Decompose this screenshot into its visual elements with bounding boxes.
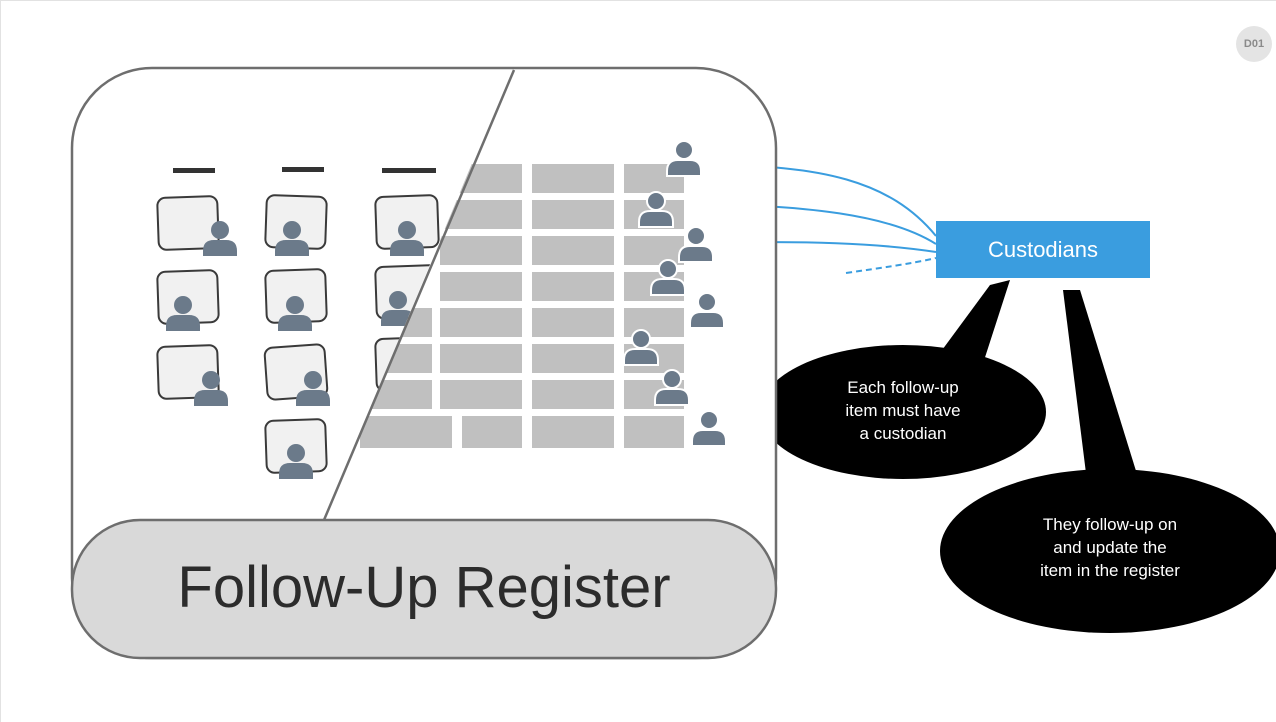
callout-follow-up-update [940,290,1276,633]
split-line [322,69,516,521]
callout-custodian-required-text: Each follow-up item must have a custodia… [845,378,961,443]
register-title: Follow-Up Register [177,555,671,620]
callout-follow-up-update-text: They follow-up on and update the item in… [1040,515,1180,580]
custodians-box: Custodians [936,221,1150,278]
slide-id-badge: D01 [1236,26,1272,62]
register-title-pill [70,518,778,660]
callout-custodian-required [760,280,1046,479]
